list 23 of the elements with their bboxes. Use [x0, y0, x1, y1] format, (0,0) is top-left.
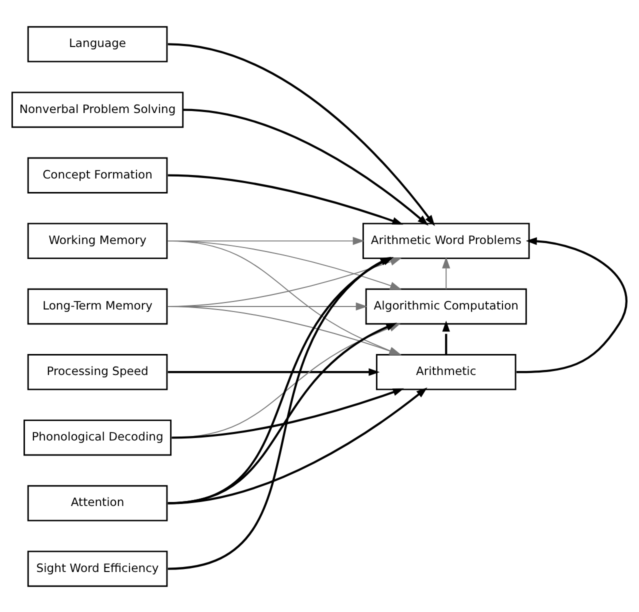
node-box: Arithmetic	[376, 354, 516, 390]
node-box: Phonological Decoding	[24, 419, 172, 456]
arrow	[168, 174, 404, 224]
node-box: Nonverbal Problem Solving	[11, 91, 184, 128]
arrow	[168, 322, 398, 504]
arrow	[168, 386, 428, 504]
node-box: Sight Word Efficiency	[27, 550, 168, 586]
arrow	[172, 388, 404, 438]
node-box: Attention	[27, 484, 168, 521]
node-box: Language	[27, 26, 168, 62]
node-box: Working Memory	[27, 222, 168, 258]
arrow	[442, 320, 450, 354]
arrow	[516, 236, 628, 373]
node-box: Arithmetic Word Problems	[362, 222, 530, 258]
node-box: Concept Formation	[27, 156, 168, 193]
arrow	[168, 368, 380, 376]
arrow	[168, 256, 392, 570]
arrow	[442, 256, 450, 290]
node-box: Algorithmic Computation	[365, 288, 527, 324]
arrow	[182, 108, 429, 226]
node-box: Processing Speed	[27, 354, 168, 390]
arrow	[168, 42, 435, 226]
node-box: Long-Term Memory	[27, 288, 168, 324]
